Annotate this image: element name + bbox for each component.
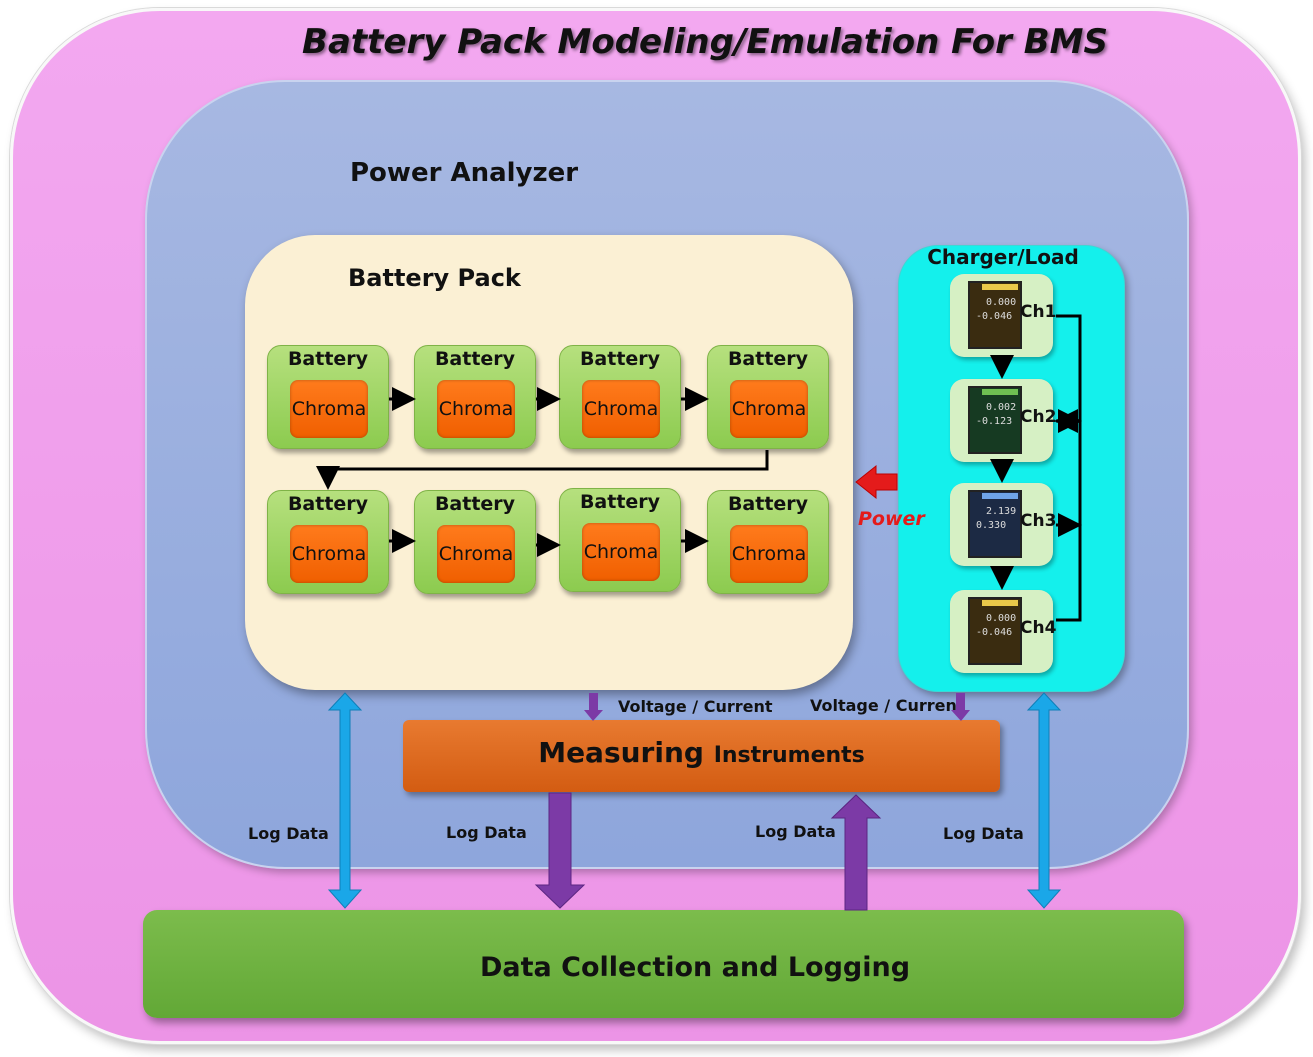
- chroma-module: Chroma: [437, 525, 515, 583]
- battery-cell-2: Battery Chroma: [414, 345, 536, 449]
- channel-3: 2.139 0.330 Ch3: [950, 483, 1057, 566]
- chroma-module: Chroma: [730, 380, 808, 438]
- log-data-double-arrow-left: [327, 692, 363, 909]
- data-collection-label: Data Collection and Logging: [479, 952, 911, 983]
- charger-load-label: Charger/Load: [927, 245, 1079, 269]
- battery-cell-label: Battery: [434, 348, 516, 370]
- battery-cell-8: Battery Chroma: [707, 490, 829, 594]
- log-data-label-3: Log Data: [755, 822, 836, 841]
- measuring-big-label: Measuring: [538, 736, 704, 769]
- log-data-label-2: Log Data: [446, 823, 527, 842]
- chroma-module: Chroma: [437, 380, 515, 438]
- battery-cell-label: Battery: [434, 493, 516, 515]
- channel-2-label: Ch2: [1020, 407, 1057, 427]
- voltage-current-label-left: Voltage / Current: [618, 697, 773, 716]
- battery-cell-label: Battery: [579, 491, 661, 513]
- data-collection-box: [143, 910, 1184, 1018]
- chroma-module: Chroma: [582, 380, 660, 438]
- battery-cell-label: Battery: [727, 493, 809, 515]
- log-data-label-4: Log Data: [943, 824, 1024, 843]
- battery-cell-label: Battery: [287, 348, 369, 370]
- power-arrow: [855, 464, 898, 500]
- channel-3-display: 2.139 0.330: [968, 490, 1022, 558]
- chroma-label: Chroma: [291, 398, 367, 420]
- power-analyzer-label: Power Analyzer: [350, 158, 579, 188]
- chroma-label: Chroma: [291, 543, 367, 565]
- measuring-instruments-box: [403, 720, 1000, 792]
- voltage-current-label-right: Voltage / Current: [810, 696, 965, 715]
- log-data-arrow-down: [534, 792, 586, 909]
- battery-cell-label: Battery: [727, 348, 809, 370]
- chroma-module: Chroma: [582, 523, 660, 581]
- chroma-label: Chroma: [731, 398, 807, 420]
- channel-2: 0.002 -0.123 Ch2: [950, 379, 1057, 462]
- chroma-module: Chroma: [290, 380, 368, 438]
- battery-cell-5: Battery Chroma: [267, 490, 389, 594]
- channel-1: 0.000 -0.046 Ch1: [950, 274, 1057, 357]
- voltage-current-arrow-right: [951, 693, 970, 721]
- measuring-small-label: Instruments: [713, 743, 865, 768]
- battery-pack-box: [245, 235, 853, 690]
- channel-3-label: Ch3: [1020, 511, 1057, 531]
- battery-cell-7: Battery Chroma: [559, 488, 681, 592]
- chroma-module: Chroma: [730, 525, 808, 583]
- battery-cell-1: Battery Chroma: [267, 345, 389, 449]
- power-label: Power: [858, 508, 925, 530]
- log-data-label-1: Log Data: [248, 824, 329, 843]
- battery-pack-label: Battery Pack: [348, 264, 521, 292]
- battery-cell-4: Battery Chroma: [707, 345, 829, 449]
- channel-4: 0.000 -0.046 Ch4: [950, 590, 1057, 673]
- chroma-label: Chroma: [438, 398, 514, 420]
- channel-1-display: 0.000 -0.046: [968, 281, 1022, 349]
- log-data-double-arrow-right: [1026, 692, 1062, 909]
- log-data-arrow-up: [830, 794, 882, 911]
- channel-4-display: 0.000 -0.046: [968, 597, 1022, 665]
- channel-4-label: Ch4: [1020, 618, 1057, 638]
- chroma-label: Chroma: [583, 541, 659, 563]
- row-wrap-arrow: [316, 450, 769, 490]
- chroma-module: Chroma: [290, 525, 368, 583]
- channel-1-label: Ch1: [1020, 302, 1057, 322]
- battery-cell-label: Battery: [287, 493, 369, 515]
- chroma-label: Chroma: [438, 543, 514, 565]
- battery-cell-6: Battery Chroma: [414, 490, 536, 594]
- chroma-label: Chroma: [731, 543, 807, 565]
- battery-cell-3: Battery Chroma: [559, 345, 681, 449]
- battery-cell-label: Battery: [579, 348, 661, 370]
- diagram-title: Battery Pack Modeling/Emulation For BMS: [302, 22, 1108, 62]
- channel-bus-line: [1056, 314, 1082, 622]
- measuring-instruments-label: Measuring Instruments: [403, 736, 1000, 769]
- chroma-label: Chroma: [583, 398, 659, 420]
- channel-2-display: 0.002 -0.123: [968, 386, 1022, 454]
- voltage-current-arrow-left: [584, 693, 603, 721]
